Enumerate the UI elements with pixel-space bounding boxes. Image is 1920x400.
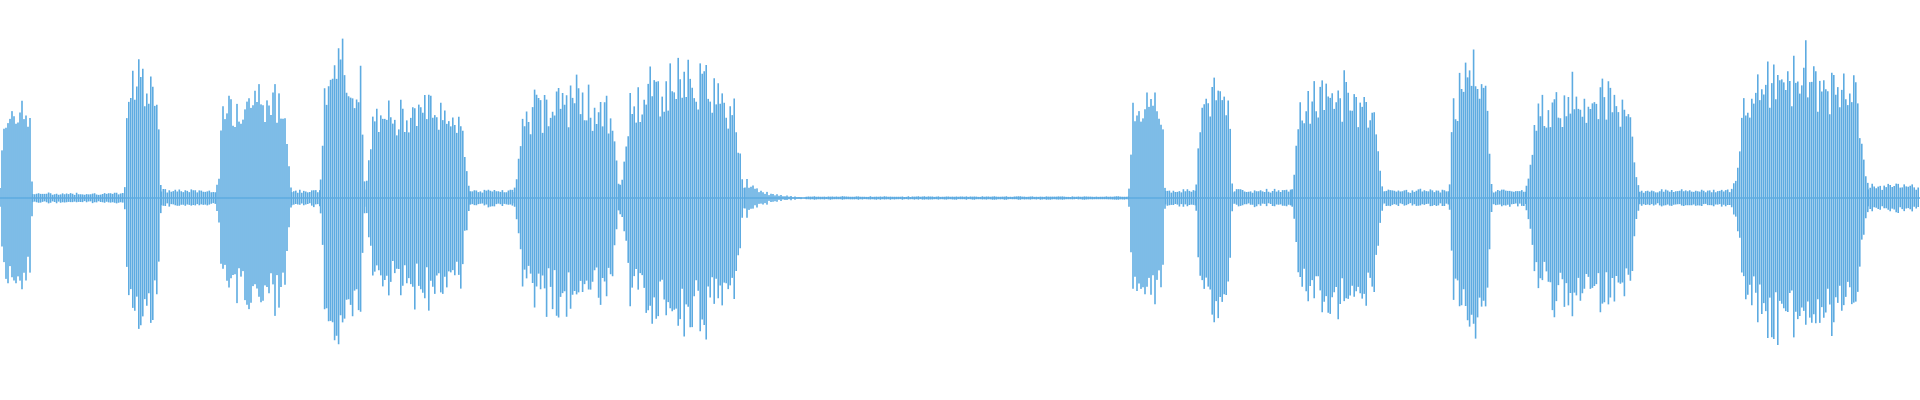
waveform-segment-speech — [364, 94, 470, 311]
waveform-segment-silence — [1231, 188, 1292, 208]
waveform-segment-silence — [31, 192, 126, 204]
waveform-amplitude-path — [1448, 49, 1493, 339]
waveform-amplitude-path — [1128, 92, 1166, 305]
waveform-amplitude-path — [216, 84, 292, 316]
waveform-segment-speech — [124, 59, 162, 329]
waveform-bars — [0, 38, 1919, 345]
waveform-amplitude-path — [1231, 188, 1292, 208]
waveform-segment-tail — [1867, 183, 1919, 213]
waveform-amplitude-path — [364, 94, 470, 311]
waveform-segment-speech — [1128, 92, 1166, 305]
waveform-amplitude-path — [469, 189, 516, 208]
waveform-amplitude-path — [160, 189, 217, 207]
waveform-segment-speech — [1525, 71, 1640, 318]
waveform-amplitude-path — [1164, 189, 1197, 207]
waveform-segment-silence — [291, 189, 321, 208]
waveform-amplitude-path — [619, 57, 745, 340]
waveform-segment-silence — [1491, 189, 1527, 207]
waveform-segment-speech — [513, 74, 620, 318]
waveform-segment-silence — [1164, 189, 1197, 207]
waveform-segment-speech — [1291, 70, 1383, 320]
waveform-segment-speech — [1195, 77, 1233, 323]
waveform-amplitude-path — [744, 179, 806, 218]
waveform-amplitude-path — [805, 196, 1130, 200]
waveform-amplitude-path — [1867, 183, 1919, 213]
waveform-segment-silence — [160, 189, 217, 207]
waveform-amplitude-path — [124, 59, 162, 329]
waveform-amplitude-path — [513, 74, 620, 318]
waveform-segment-silence — [1638, 188, 1735, 208]
waveform-segment-silence — [469, 189, 516, 208]
waveform-segment-speech — [319, 38, 366, 345]
waveform-segment-speech — [0, 100, 33, 290]
waveform-amplitude-path — [0, 100, 33, 290]
waveform-amplitude-path — [291, 189, 321, 208]
waveform-amplitude-path — [1195, 77, 1233, 323]
waveform-amplitude-path — [1733, 40, 1869, 345]
waveform-amplitude-path — [1491, 189, 1527, 207]
waveform-segment-silence — [805, 196, 1130, 200]
waveform-segment-silence — [1381, 188, 1450, 207]
waveform-amplitude-path — [1525, 71, 1640, 318]
waveform-segment-speech — [1733, 40, 1869, 345]
waveform-segment-speech — [1448, 49, 1493, 339]
waveform-segment-speech — [619, 57, 745, 340]
waveform-amplitude-path — [31, 192, 126, 204]
waveform-amplitude-path — [319, 38, 366, 345]
waveform-amplitude-path — [1638, 188, 1735, 208]
waveform-amplitude-path — [1291, 70, 1383, 320]
waveform-amplitude-path — [1381, 188, 1450, 207]
waveform-segment-decay — [744, 179, 806, 218]
waveform-segment-speech — [216, 84, 292, 316]
